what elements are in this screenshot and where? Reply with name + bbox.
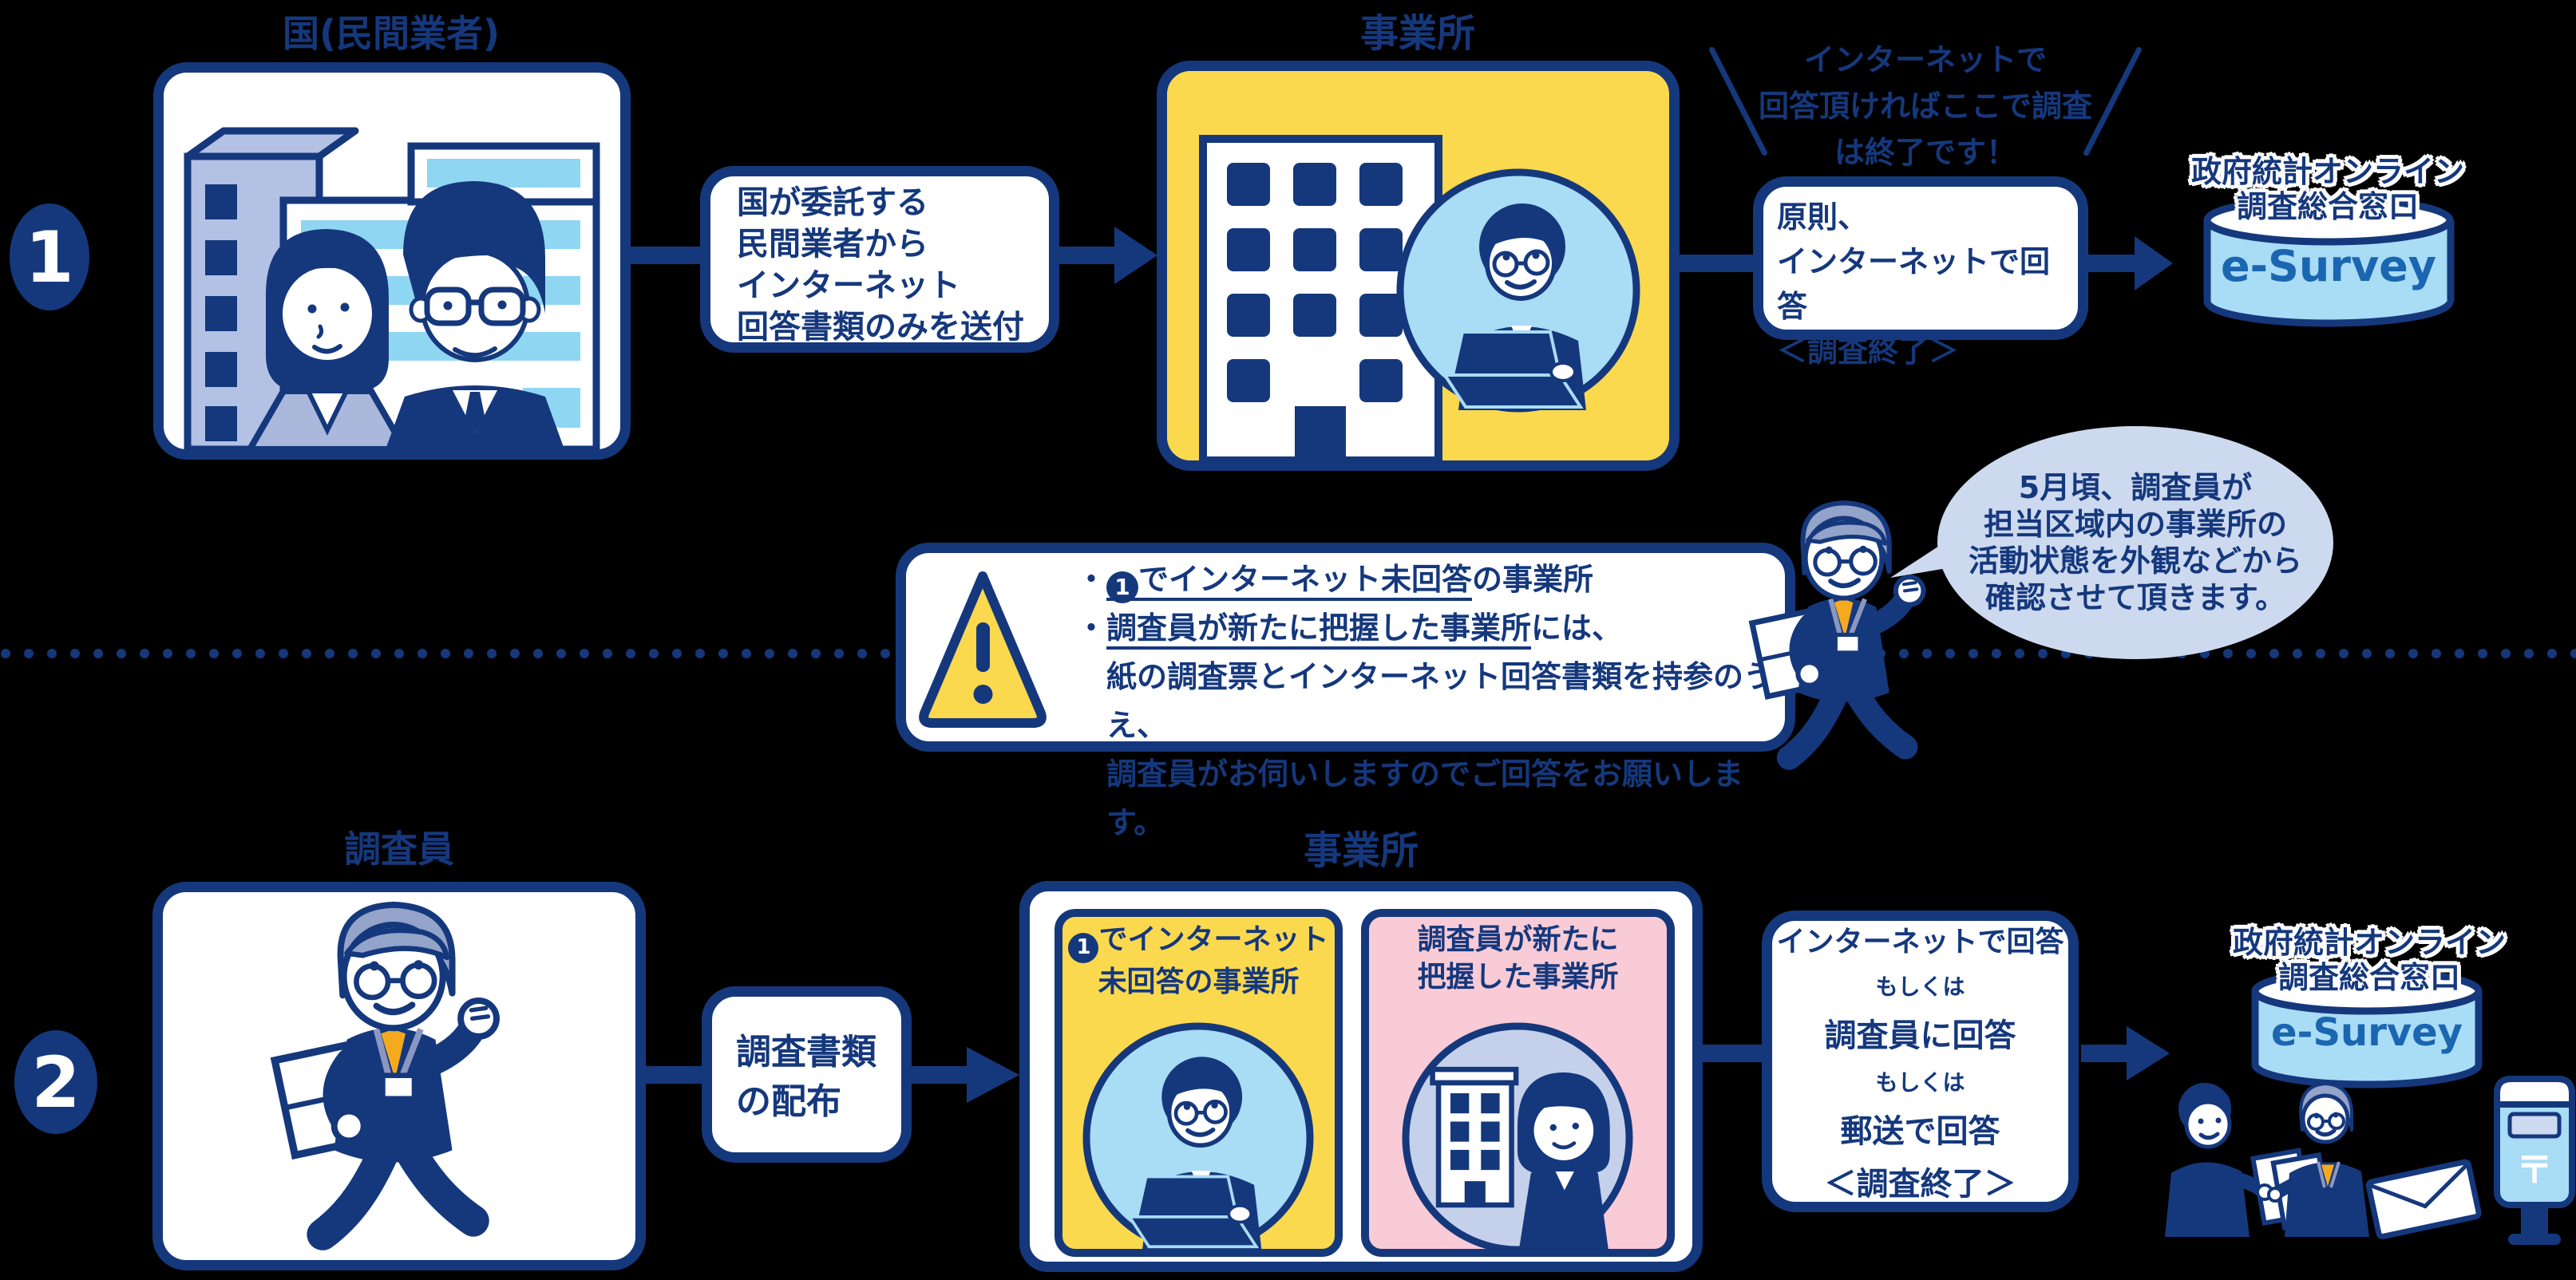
- arrow-6-head-icon: [967, 1047, 1019, 1103]
- speech-bubble: 5月頃、調査員が 担当区域内の事業所の 活動状態を外観などから 確認させて頂きま…: [1937, 426, 2333, 659]
- arrow-8-bar: [2081, 1045, 2128, 1062]
- notice-line-2-rest: には、: [1531, 610, 1623, 646]
- respond2-opt-surveyor: 調査員に回答: [1824, 1017, 2016, 1054]
- arrow-2-bar: [1058, 247, 1116, 264]
- bubble-line-1: 5月頃、調査員が: [2018, 470, 2253, 505]
- respond2-opt-internet: インターネットで回答: [1776, 926, 2064, 958]
- arrow-8-head-icon: [2127, 1026, 2170, 1080]
- send-line-3: インターネット: [737, 267, 960, 304]
- callout-line-1: インターネットで: [1803, 42, 2047, 77]
- pink-subcard-text: 調査員が新たに 把握した事業所: [1369, 921, 1667, 996]
- postbox-icon: 〒: [2494, 1076, 2575, 1245]
- esurvey-name-top: e-Survey: [2220, 241, 2437, 291]
- distribute-line-1: 調査書類: [736, 1032, 876, 1073]
- arrow-1-bar: [629, 247, 702, 264]
- respond2-or-1: もしくは: [1875, 974, 1965, 1000]
- surveyor-walking-icon-large: [263, 892, 519, 1261]
- esurvey-cylinder-icon-top: [2203, 195, 2455, 327]
- send-documents-text: 国が委託する 民間業者から インターネット 回答書類のみを送付: [737, 182, 1056, 348]
- arrow-4-bar: [2085, 255, 2136, 272]
- circled-1-icon-yellow: 1: [1068, 932, 1099, 963]
- respond-box-row1-text: 原則、 インターネットで回答 ＜調査終了＞: [1777, 195, 2072, 373]
- respond1-line-1: 原則、: [1777, 200, 1869, 235]
- bubble-line-4: 確認させて頂きます。: [1984, 580, 2286, 615]
- distribute-line-2: の配布: [736, 1081, 841, 1122]
- notice-line-1-underlined: でインターネット未回答: [1138, 562, 1473, 597]
- notice-line-2: ・調査員が新たに把握した事業所には、: [1076, 604, 1779, 653]
- callout-text: インターネットで 回答頂ければここで調査 は終了です！: [1750, 37, 2101, 176]
- send-line-2: 民間業者から: [737, 226, 928, 263]
- yellow-subcard-line-2: 未回答の事業所: [1098, 965, 1300, 998]
- arrow-4-head-icon: [2135, 236, 2173, 290]
- label-source: 国(民間業者): [282, 12, 501, 55]
- notice-bullet-1: ・: [1076, 562, 1107, 597]
- label-office-row2: 事業所: [1303, 828, 1419, 873]
- notice-line-2-underlined: 調査員が新たに把握した事業所: [1106, 610, 1532, 650]
- step-1-badge: 1: [10, 203, 89, 310]
- office-building-worker-icon: [1199, 135, 1640, 464]
- send-line-4: 回答書類のみを送付: [737, 309, 1024, 346]
- arrow-2-head-icon: [1114, 227, 1157, 284]
- pink-subcard-line-1: 調査員が新たに: [1417, 923, 1619, 956]
- bubble-line-3: 活動状態を外観などから: [1968, 543, 2302, 579]
- yellow-line-1-text: でインターネット: [1098, 923, 1329, 956]
- speech-bubble-text: 5月頃、調査員が 担当区域内の事業所の 活動状態を外観などから 確認させて頂きま…: [1937, 426, 2333, 659]
- arrow-3-bar: [1678, 255, 1755, 272]
- label-surveyor: 調査員: [344, 828, 454, 871]
- document-handoff-icon: [2165, 1082, 2369, 1237]
- step-1-number: 1: [25, 215, 74, 298]
- send-line-1: 国が委託する: [737, 184, 928, 221]
- arrow-5-bar: [644, 1066, 703, 1084]
- notice-line-3: 紙の調査票とインターネット回答書類を持参のうえ、: [1106, 659, 1775, 743]
- respond2-or-2: もしくは: [1875, 1069, 1965, 1096]
- bubble-line-2: 担当区域内の事業所の: [1983, 507, 2287, 542]
- distribute-box: [702, 986, 912, 1163]
- response-methods-illustration: 〒: [2165, 1076, 2575, 1245]
- arrow-7-bar: [1700, 1045, 1763, 1062]
- notice-line-4: 調査員がお伺いしますのでご回答をお願いします。: [1106, 757, 1744, 840]
- notice-line-1-rest: の事業所: [1472, 562, 1594, 597]
- step-2-badge: 2: [14, 1030, 97, 1134]
- send-documents-box: [700, 166, 1059, 353]
- distribute-box-text: 調査書類 の配布: [736, 1028, 896, 1127]
- envelope-icon: [2365, 1159, 2482, 1239]
- step-2-number: 2: [31, 1041, 81, 1124]
- respond-box-row2-text: インターネットで回答 もしくは 調査員に回答 もしくは 郵送で回答 ＜調査終了＞: [1770, 911, 2071, 1212]
- pink-subcard-line-2: 把握した事業所: [1417, 961, 1619, 994]
- label-office-row1: 事業所: [1359, 11, 1475, 56]
- esurvey-cylinder-icon-bottom: [2251, 967, 2483, 1088]
- arrow-6-bar: [908, 1066, 968, 1084]
- surveyor-walking-icon: [1744, 493, 1940, 778]
- esurvey-heading-1-top: 政府統計オンライン: [2190, 154, 2464, 189]
- callout-line-3: は終了です！: [1834, 135, 2016, 170]
- respond2-opt-mail: 郵送で回答: [1840, 1113, 2000, 1150]
- notice-bullet-2: ・: [1076, 610, 1107, 646]
- worker-laptop-circle-icon: [1082, 1022, 1314, 1254]
- esurvey-name-bottom: e-Survey: [2270, 1010, 2463, 1055]
- new-office-circle-icon: [1402, 1022, 1633, 1254]
- warning-icon: [919, 571, 1047, 728]
- callout-line-2: 回答頂ければここで調査: [1758, 89, 2092, 124]
- esurvey-heading-1-bottom: 政府統計オンライン: [2232, 925, 2506, 960]
- esurvey-heading-2-top: 調査総合窓口: [2236, 189, 2419, 224]
- circled-1-icon: 1: [1106, 571, 1139, 603]
- respond-box-row1: [1753, 176, 2088, 340]
- respond-box-row2: [1762, 911, 2079, 1212]
- esurvey-heading-2-bottom: 調査総合窓口: [2277, 960, 2460, 995]
- respond2-survey-end: ＜調査終了＞: [1824, 1166, 2016, 1203]
- respond1-line-2: インターネットで回答: [1777, 244, 2051, 324]
- government-building-people-icon: [184, 127, 600, 453]
- post-mark: 〒: [2516, 1148, 2553, 1191]
- respond1-line-3: ＜調査終了＞: [1777, 334, 1960, 369]
